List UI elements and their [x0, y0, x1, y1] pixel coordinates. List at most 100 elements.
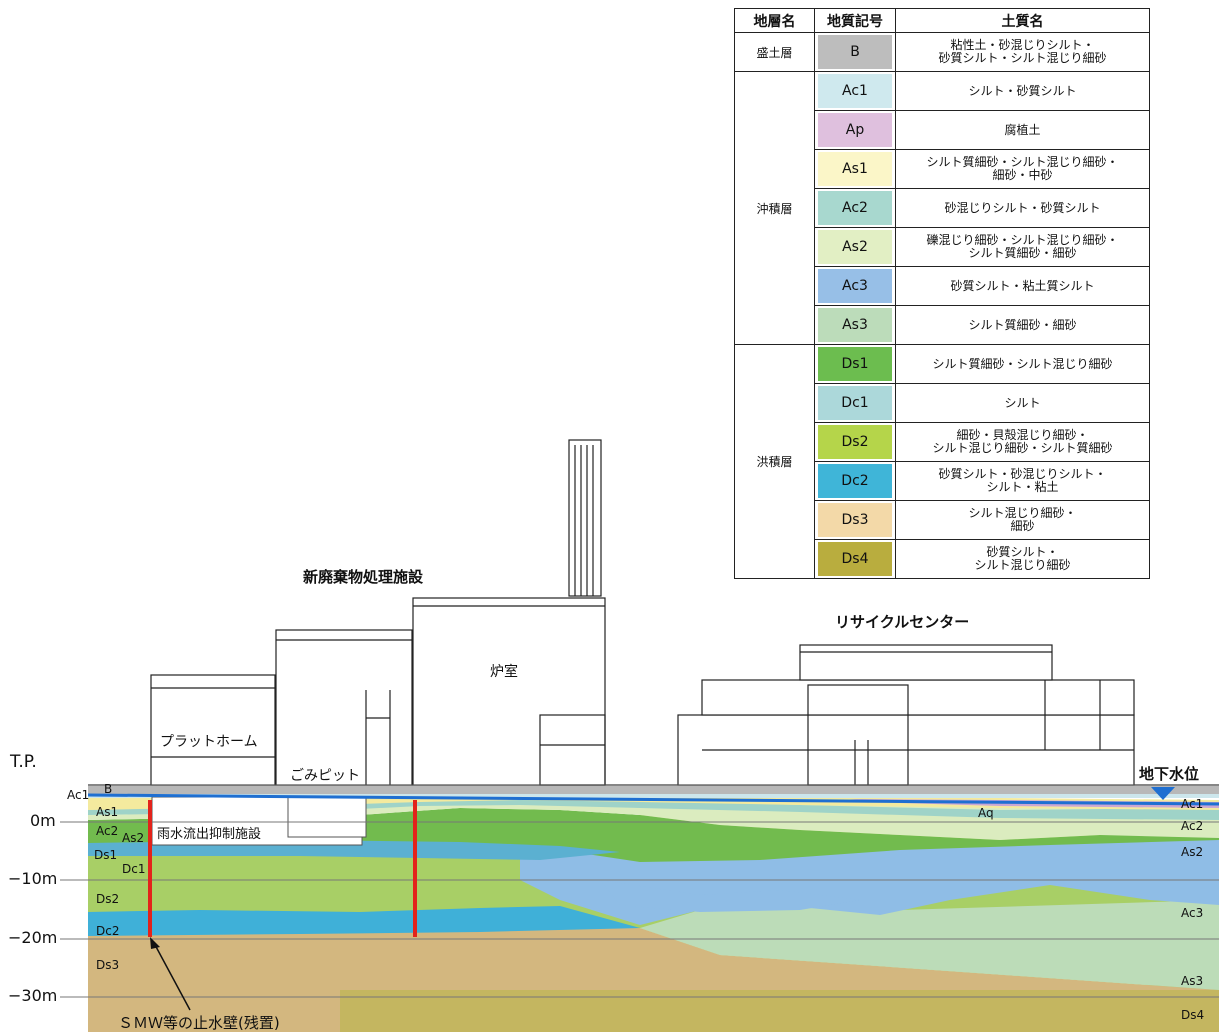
layer-b: [88, 784, 1219, 794]
geo-code-cell: Ds2: [814, 422, 896, 462]
layer-dc2: [88, 906, 640, 936]
geo-code-swatch: Ac1: [818, 74, 892, 108]
geo-code-cell: As3: [814, 305, 896, 345]
layer-label: Ds1: [94, 848, 118, 862]
soil-description: シルト: [895, 383, 1150, 423]
layer-group-name: 盛土層: [734, 32, 815, 72]
geo-code-cell: Dc2: [814, 461, 896, 501]
depth-label: −30m: [8, 986, 58, 1005]
soil-description-line: シルト・粘土: [986, 480, 1059, 494]
soil-description-line: 砂混じりシルト・砂質シルト: [944, 200, 1101, 215]
layer-label: Ac2: [96, 824, 119, 838]
tp-label: T.P.: [10, 752, 37, 772]
soil-description-line: シルト質細砂・シルト混じり細砂: [932, 356, 1113, 371]
soil-description-line: シルト混じり細砂・: [968, 506, 1077, 520]
room-furnace-label: 炉室: [490, 664, 518, 680]
soil-description: 砂質シルト・シルト混じり細砂: [895, 539, 1150, 579]
layer-label: B: [104, 782, 113, 796]
groundwater-marker-icon: [1151, 787, 1175, 800]
soil-description: 粘性土・砂混じりシルト・砂質シルト・シルト混じり細砂: [895, 32, 1150, 72]
legend-row: Ds2 細砂・貝殻混じり細砂・シルト混じり細砂・シルト質細砂: [735, 422, 1150, 462]
main-building: [150, 439, 606, 786]
layer-ds4: [340, 985, 1219, 1032]
facility-main-title: 新廃棄物処理施設: [303, 568, 424, 586]
depth-lines: [60, 821, 1219, 998]
geo-code-swatch: Ds3: [818, 503, 892, 537]
geo-code-swatch: Ds1: [818, 347, 892, 381]
soil-description: シルト質細砂・シルト混じり細砂: [895, 344, 1150, 384]
geo-code-swatch: As2: [818, 230, 892, 264]
soil-description-line: 粘性土・砂混じりシルト・: [950, 38, 1095, 52]
layer-label: Ac3: [1181, 906, 1204, 920]
layer-group-name: 沖積層: [734, 71, 815, 345]
soil-description-line: シルト: [1004, 395, 1041, 410]
geo-code-cell: Ac2: [814, 188, 896, 228]
geo-code-swatch: Ds2: [818, 425, 892, 459]
soil-description: 腐植土: [895, 110, 1150, 150]
soil-description-line: 細砂: [1010, 519, 1035, 533]
soil-description: 砂質シルト・砂混じりシルト・シルト・粘土: [895, 461, 1150, 501]
geo-code-swatch: Ac3: [818, 269, 892, 303]
legend-row: Ac2 砂混じりシルト・砂質シルト: [735, 188, 1150, 228]
soil-description-line: 砂質シルト・シルト混じり細砂: [938, 51, 1107, 65]
geo-code-swatch: As1: [818, 152, 892, 186]
geo-code-cell: Dc1: [814, 383, 896, 423]
room-platform-label: プラットホーム: [160, 734, 258, 750]
geo-code-swatch: Dc1: [818, 386, 892, 420]
soil-description: シルト質細砂・細砂: [895, 305, 1150, 345]
soil-description-line: 細砂・貝殻混じり細砂・: [956, 428, 1089, 442]
layer-label: Ac2: [1181, 819, 1204, 833]
header-layer-name: 地層名: [734, 8, 815, 33]
groundwater-line: [87, 793, 1219, 806]
soil-description-line: 礫混じり細砂・シルト混じり細砂・: [926, 233, 1119, 247]
soil-description: 砂質シルト・粘土質シルト: [895, 266, 1150, 306]
soil-description: シルト混じり細砂・細砂: [895, 500, 1150, 540]
geo-code-cell: Ds4: [814, 539, 896, 579]
geo-code-cell: Ds3: [814, 500, 896, 540]
soil-description: 礫混じり細砂・シルト混じり細砂・シルト質細砂・細砂: [895, 227, 1150, 267]
facility-recycle-title: リサイクルセンター: [835, 613, 970, 631]
geo-code-swatch: B: [818, 35, 892, 69]
layer-ac3-lens: [600, 880, 860, 912]
depth-label: −10m: [8, 869, 58, 888]
geo-code-swatch: As3: [818, 308, 892, 342]
layer-label: Aq: [978, 806, 994, 820]
soil-description-line: 腐植土: [1004, 122, 1041, 137]
soil-description-line: シルト質細砂・細砂: [968, 246, 1077, 260]
header-geo-code: 地質記号: [814, 8, 896, 33]
geo-code-cell: As2: [814, 227, 896, 267]
recycle-building: [677, 644, 1135, 786]
layer-ds3: [88, 928, 1219, 1032]
groundwater-label: 地下水位: [1139, 765, 1200, 783]
soil-description-line: シルト混じり細砂: [974, 558, 1071, 572]
wall-pointer-line: [153, 942, 191, 1011]
depth-label: −20m: [8, 928, 58, 947]
depth-label: 0m: [30, 811, 56, 830]
soil-description-line: 砂質シルト・: [986, 545, 1059, 559]
layer-label: Ac1: [1181, 797, 1204, 811]
soil-description-line: シルト混じり細砂・シルト質細砂: [932, 441, 1113, 455]
geo-code-cell: Ds1: [814, 344, 896, 384]
soil-description-line: シルト・砂質シルト: [968, 83, 1077, 98]
geo-code-cell: Ac1: [814, 71, 896, 111]
layer-label: As3: [1181, 974, 1204, 988]
layer-group-name: 洪積層: [734, 344, 815, 579]
layer-label: Ds2: [96, 892, 120, 906]
geo-code-swatch: Ap: [818, 113, 892, 147]
geo-code-swatch: Ds4: [818, 542, 892, 576]
layer-label: Ds3: [96, 958, 120, 972]
geo-code-swatch: Ac2: [818, 191, 892, 225]
soil-description: 砂混じりシルト・砂質シルト: [895, 188, 1150, 228]
layer-as1: [88, 796, 1219, 810]
layer-label: Ds4: [1181, 1008, 1205, 1022]
